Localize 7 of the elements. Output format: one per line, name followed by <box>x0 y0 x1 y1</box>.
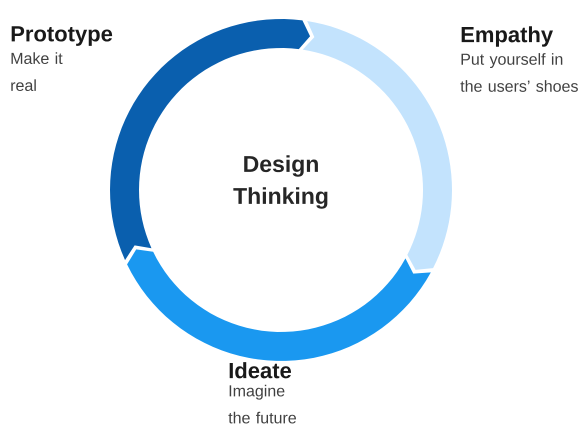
stage-heading: Ideate <box>230 362 292 378</box>
stage-description: Put yourself in the users’ shoes <box>460 53 578 92</box>
stage-heading: Prototype <box>12 26 112 46</box>
stage-heading: Empathy <box>462 26 553 47</box>
stage-description: Imagine the future <box>228 384 296 424</box>
stage-description: Make it real <box>11 52 63 92</box>
center-label: Design Thinking <box>233 155 328 209</box>
